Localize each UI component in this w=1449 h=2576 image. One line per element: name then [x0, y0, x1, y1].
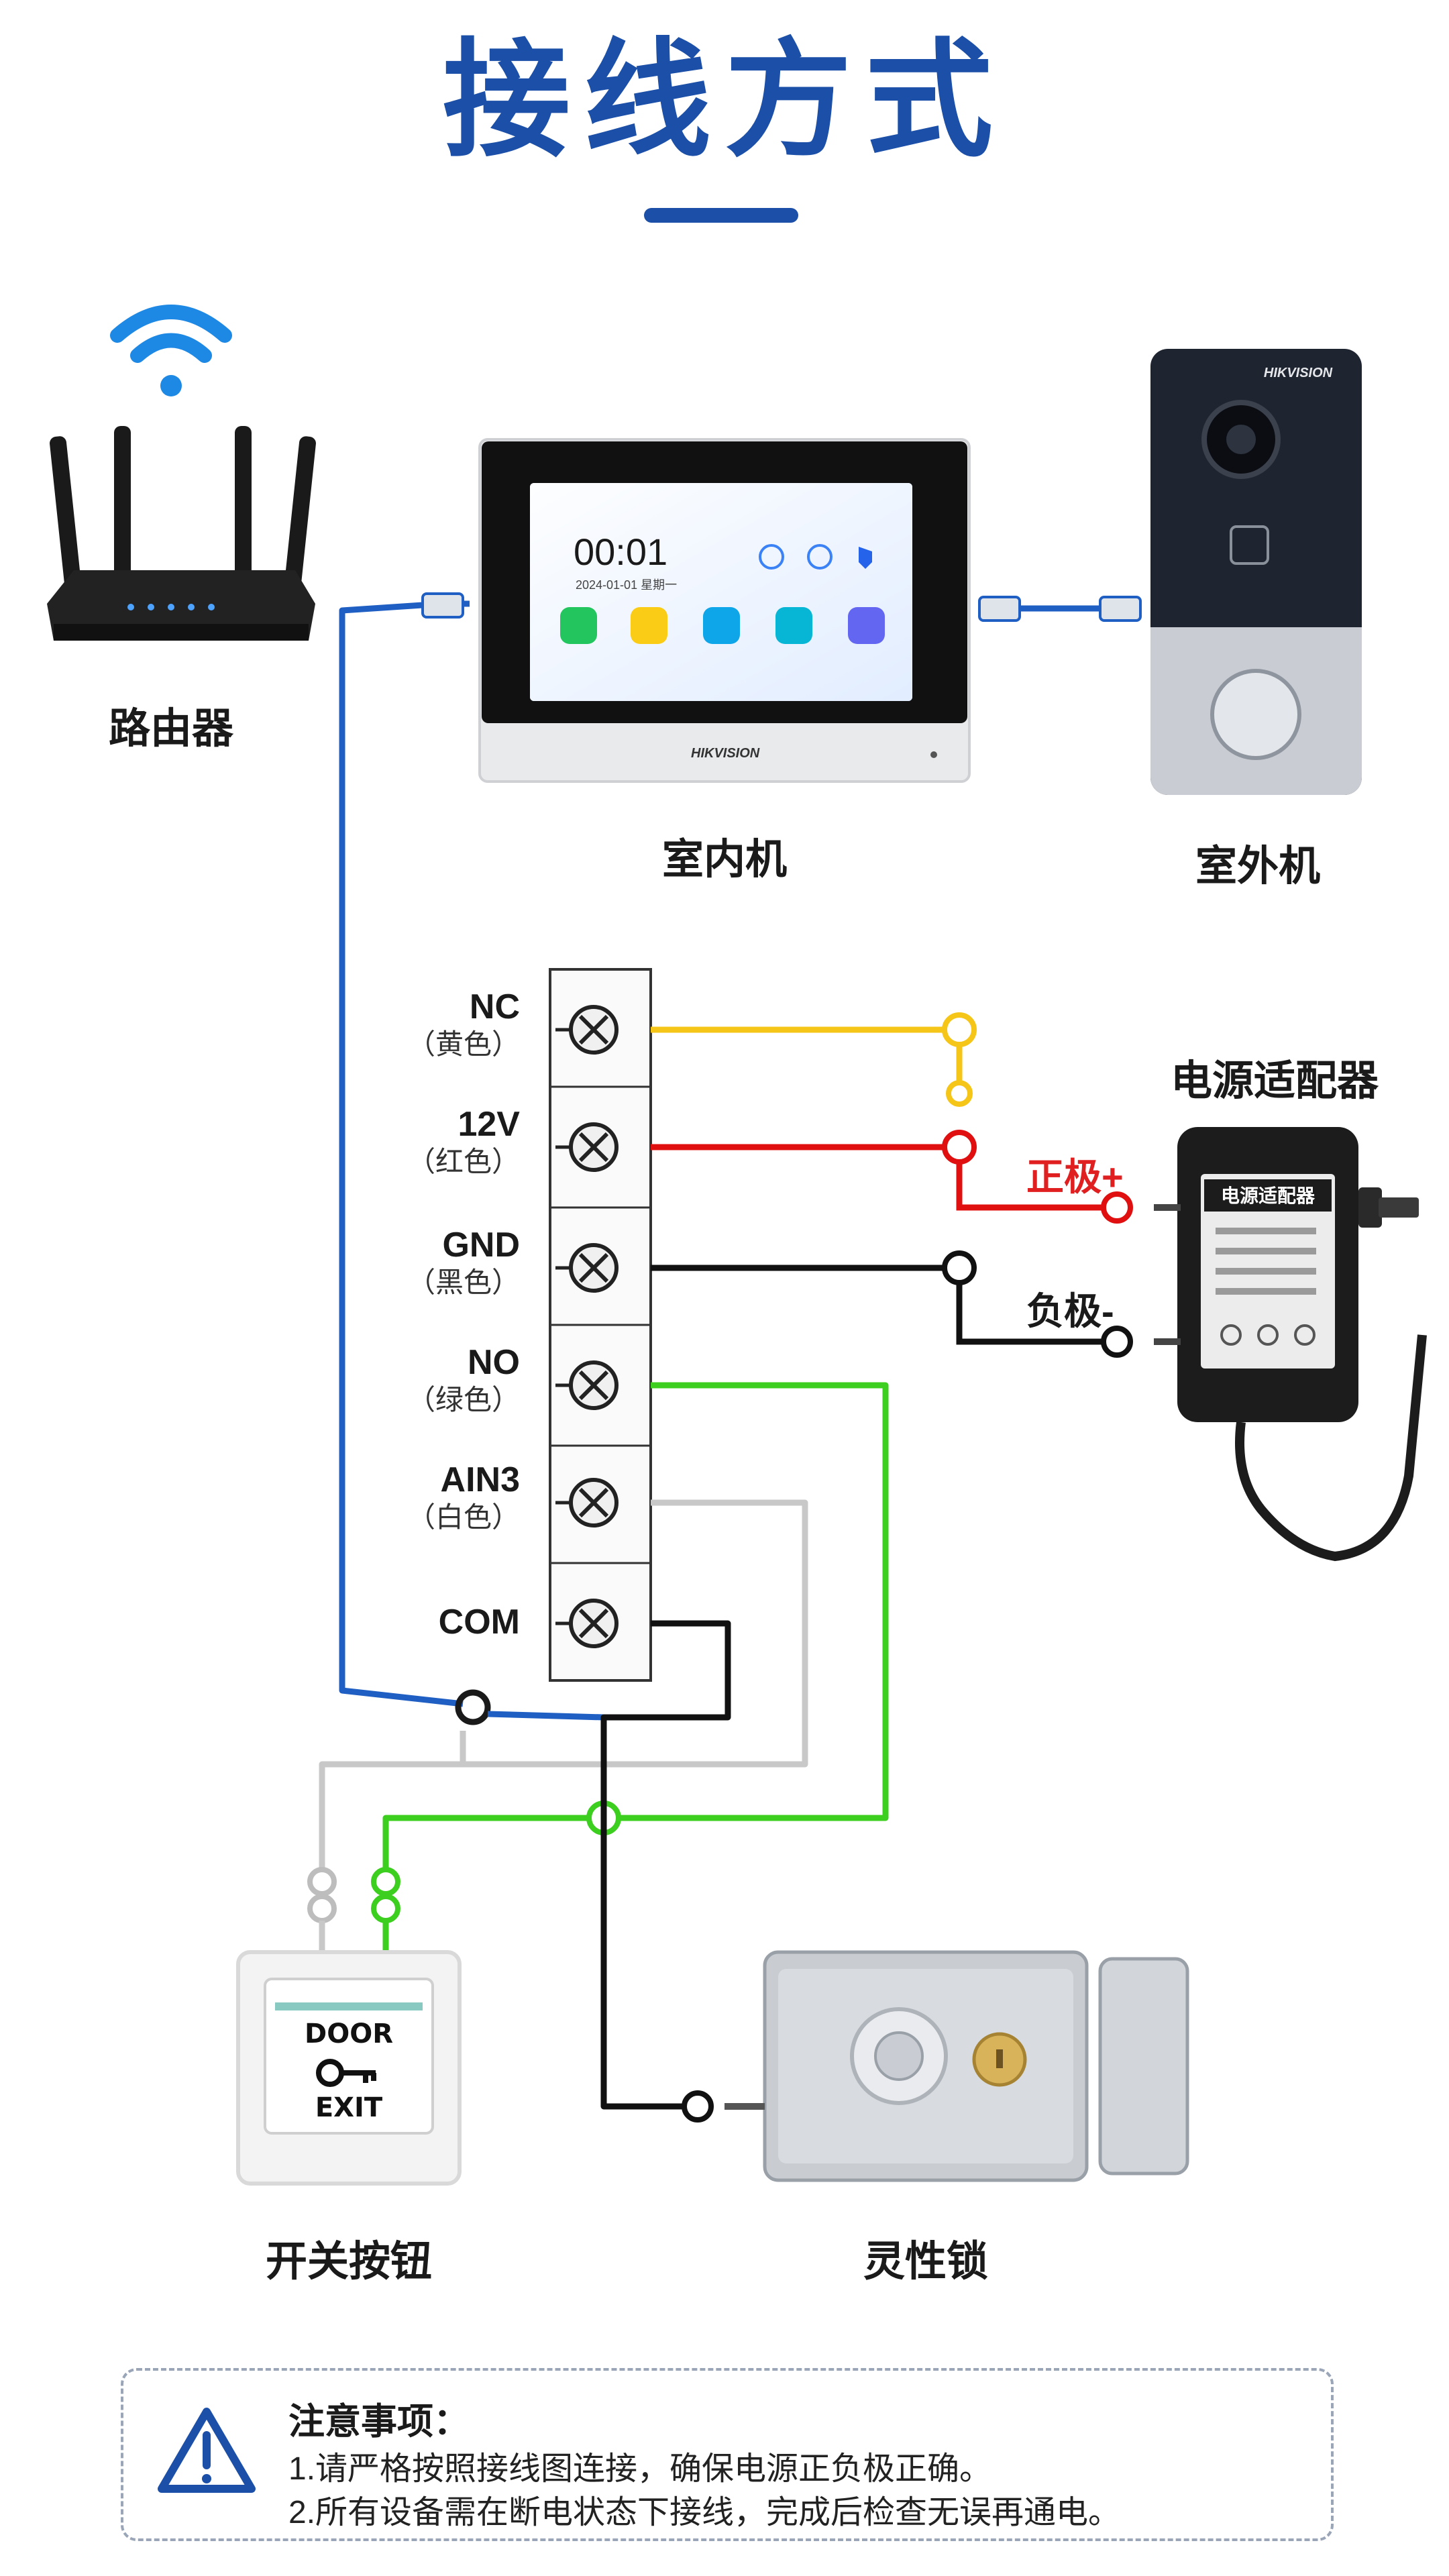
warning-icon [158, 2408, 256, 2493]
adapter-caption: 电源适配器 [1170, 1058, 1379, 1104]
screen-time: 00:01 [574, 531, 668, 573]
notice-line-1: 1.请严格按照接线图连接，确保电源正负极正确。 [288, 2451, 992, 2487]
button-face-top: DOOR [305, 2019, 393, 2049]
terminal-screw-no [555, 1360, 619, 1410]
wifi-icon [110, 305, 232, 396]
router-image [47, 426, 316, 641]
indoor-monitor-image [478, 438, 971, 783]
exit-button-image: DOOR EXIT [236, 1950, 462, 2186]
rj45-plug-right [1099, 596, 1142, 622]
terminal-name: NO [468, 1343, 520, 1382]
terminal-label-ain3: AIN3（白色） [386, 1461, 520, 1536]
positive-label: 正极+ [1026, 1156, 1124, 1198]
indoor-brand: HIKVISION [691, 746, 760, 761]
terminal-label-com: COM [386, 1603, 520, 1641]
negative-label: 负极- [1026, 1290, 1114, 1332]
rj45-plug-mid [978, 596, 1021, 622]
terminal-name: 12V [458, 1105, 520, 1144]
terminal-screw-nc [555, 1005, 619, 1055]
terminal-color-label: （红色） [407, 1146, 520, 1177]
outdoor-caption: 室外机 [1195, 843, 1320, 890]
indoor-caption: 室内机 [661, 837, 787, 883]
terminal-name: AIN3 [440, 1460, 520, 1499]
title-underline [644, 208, 798, 223]
terminal-block [549, 968, 652, 1682]
terminal-color-label: （黄色） [407, 1028, 520, 1060]
terminal-screw-com [555, 1599, 619, 1648]
terminal-label-nc: NC（黄色） [386, 988, 520, 1063]
terminal-screw-gnd [555, 1243, 619, 1293]
lock-caption: 灵性锁 [863, 2239, 988, 2285]
electric-lock-image [724, 1950, 1189, 2182]
screen-date: 2024-01-01 星期一 [576, 578, 678, 592]
terminal-color-label: （白色） [407, 1501, 520, 1533]
terminal-label-gnd: GND（黑色） [386, 1226, 520, 1301]
button-face-bottom: EXIT [315, 2092, 383, 2123]
terminal-label-no: NO（绿色） [386, 1344, 520, 1419]
power-adapter-image: 电源适配器 [1154, 1127, 1427, 1562]
terminal-screw-12v [555, 1122, 619, 1172]
button-caption: 开关按钮 [265, 2239, 432, 2285]
terminal-screw-ain3 [555, 1478, 619, 1527]
terminal-name: GND [442, 1226, 520, 1265]
terminal-color-label: （黑色） [407, 1267, 520, 1298]
outdoor-brand: HIKVISION [1264, 366, 1333, 380]
terminal-name: COM [438, 1603, 520, 1642]
terminal-name: NC [469, 987, 520, 1026]
notice-box [121, 2368, 1334, 2541]
notice-line-2: 2.所有设备需在断电状态下接线，完成后检查无误再通电。 [288, 2495, 1121, 2530]
adapter-sticker-title: 电源适配器 [1221, 1185, 1316, 1207]
notice-title: 注意事项： [288, 2402, 470, 2442]
page-title: 接线方式 [442, 30, 1006, 172]
terminal-color-label: （绿色） [407, 1384, 520, 1415]
router-caption: 路由器 [108, 706, 233, 752]
outdoor-unit-image: HIKVISION [1150, 349, 1362, 795]
rj45-plug-left [421, 592, 464, 619]
terminal-label-12v: 12V（红色） [386, 1106, 520, 1181]
